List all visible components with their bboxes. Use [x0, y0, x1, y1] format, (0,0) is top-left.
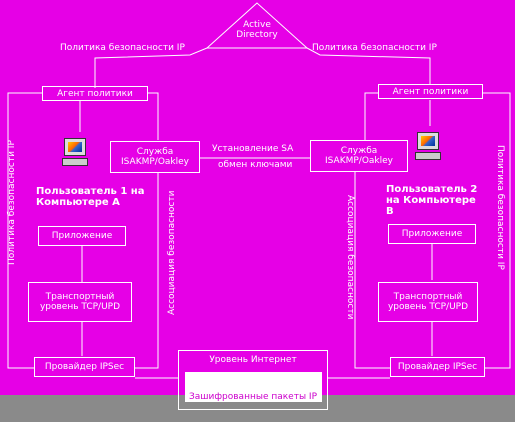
transport-left: Транспортный уровень TCP/UPD: [28, 282, 132, 322]
transport-right: Транспортный уровень TCP/UPD: [378, 282, 478, 322]
security-assoc-vertical-right: Ассоциация безопасности: [345, 195, 355, 320]
sa-establish-label: Установление SA: [212, 144, 294, 154]
application-right: Приложение: [388, 224, 476, 244]
active-directory-triangle: [205, 2, 309, 49]
edge-left-isakmp-ipsec: [135, 172, 159, 369]
ip-policy-vertical-right: Политика безопасности IP: [495, 145, 505, 270]
computer-a-icon: [62, 138, 88, 168]
security-assoc-vertical-left: Ассоциация безопасности: [167, 190, 177, 315]
ip-policy-vertical-left: Политика безопасности IP: [7, 140, 17, 265]
isakmp-service-left: Служба ISAKMP/Oakley: [110, 141, 200, 173]
ipsec-driver-right: Провайдер IPSec: [390, 357, 485, 377]
edge-right-isakmp-ipsec: [354, 172, 390, 369]
policy-agent-right: Агент политики: [378, 84, 483, 99]
encrypted-packets-label: Зашифрованные пакеты IP: [188, 392, 318, 402]
edge-ad-to-left-agent: [94, 47, 208, 88]
user1-label: Пользователь 1 на Компьютере A: [36, 186, 145, 208]
internet-level-label: Уровень Интернет: [209, 355, 297, 365]
edge-left-agent-isakmp: [148, 92, 159, 140]
ipsec-driver-left: Провайдер IPSec: [34, 357, 135, 377]
internet-level-box: [178, 350, 328, 410]
computer-b-icon: [415, 132, 441, 162]
active-directory-label: Active Directory: [236, 20, 278, 40]
edge-right-outer-policy: [483, 92, 511, 369]
edge-right-agent-isakmp: [364, 92, 378, 140]
key-exchange-label: обмен ключами: [218, 160, 293, 170]
edge-ad-to-right-agent: [306, 47, 431, 84]
ip-policy-label-left: Политика безопасности IP: [60, 43, 185, 53]
ip-policy-label-right: Политика безопасности IP: [312, 43, 437, 53]
policy-agent-left: Агент политики: [42, 86, 148, 101]
edge-left-outer-policy: [7, 92, 42, 369]
isakmp-service-right: Служба ISAKMP/Oakley: [310, 140, 408, 172]
encrypted-packets-box: [185, 372, 322, 402]
application-left: Приложение: [38, 226, 126, 246]
user2-label: Пользователь 2 на Компьютере B: [386, 184, 478, 217]
